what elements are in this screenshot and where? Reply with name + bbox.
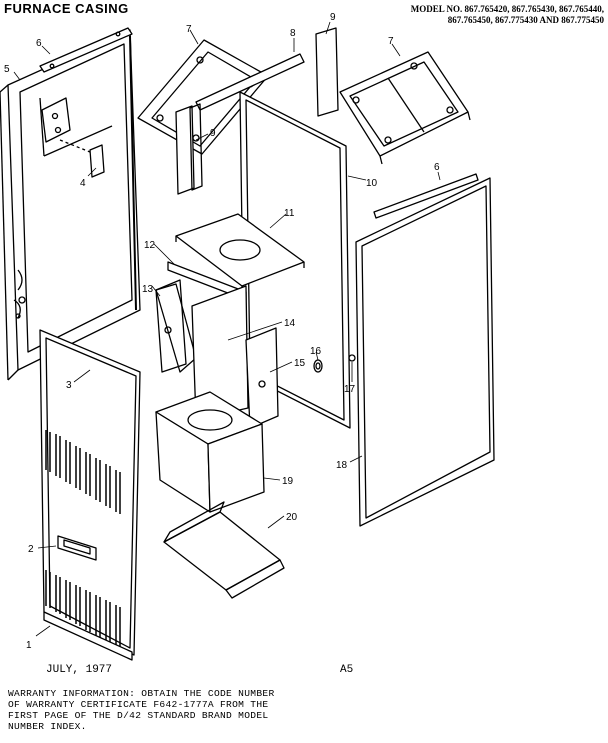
callout-9-right: 9 [330,12,336,23]
part-3-front-door [39,329,141,656]
warranty-line: NUMBER INDEX. [8,721,87,732]
callout-19: 19 [282,476,294,487]
part-11-blower-deck [175,213,305,292]
issue-date: JULY, 1977 [46,664,113,676]
callout-6-right: 6 [434,162,440,173]
callout-labels: 1 2 3 4 5 6 7 8 9 9 7 6 10 11 12 13 14 1… [4,12,440,651]
callout-11: 11 [284,208,295,219]
callout-8: 8 [290,28,296,39]
model-line: 867.765450, 867.775430 AND 867.775450 [447,15,604,25]
part-7-cover-box [339,51,471,165]
callout-5: 5 [4,64,10,75]
part-16-grommet [313,359,323,373]
part-6-side-strip [373,173,479,219]
warranty-line: FIRST PAGE OF THE D/42 STANDARD BRAND MO… [8,710,269,721]
callout-18: 18 [336,460,348,471]
part-1-bottom-strip [43,611,133,661]
diagram-title: FURNACE CASING [4,1,129,16]
part-13-left-panel [155,279,197,373]
warranty-line: OF WARRANTY CERTIFICATE F642-1777A FROM … [8,699,269,710]
model-line: MODEL NO. 867.765420, 867.765430, 867.76… [410,4,604,14]
part-18-side-panel [355,177,495,527]
warranty-note: WARRANTY INFORMATION: OBTAIN THE CODE NU… [8,688,368,732]
part-20-drip-tray [163,501,285,599]
part-19-blower-housing [155,391,265,513]
callout-3: 3 [66,380,72,391]
callout-14: 14 [284,318,296,329]
callout-12: 12 [144,240,156,251]
page-code: A5 [340,664,354,676]
part-17-screw [348,354,356,362]
callout-15: 15 [294,358,306,369]
callout-16: 16 [310,346,322,357]
callout-4: 4 [80,178,86,189]
part-2-handle [57,535,97,561]
callout-9-left: 9 [210,128,216,139]
callout-7-left: 7 [186,24,192,35]
callout-13: 13 [142,284,154,295]
part-15-right-panel [245,327,279,429]
callout-1: 1 [26,640,32,651]
callout-17: 17 [344,384,356,395]
warranty-line: WARRANTY INFORMATION: OBTAIN THE CODE NU… [8,688,275,699]
part-6-top-strip [39,27,133,73]
part-14-center-panel [191,285,249,421]
callout-7-right: 7 [388,36,394,47]
model-numbers: MODEL NO. 867.765420, 867.765430, 867.76… [334,4,604,26]
part-5-side-frame [0,29,141,381]
part-9-bracket-left [175,103,203,195]
part-9-strip-right [315,27,339,117]
part-8-rail [195,53,305,111]
callout-6-left: 6 [36,38,42,49]
callout-10: 10 [366,178,378,189]
callout-20: 20 [286,512,298,523]
callout-2: 2 [28,544,34,555]
leader-lines [13,21,441,637]
part-4-bracket [59,139,105,178]
